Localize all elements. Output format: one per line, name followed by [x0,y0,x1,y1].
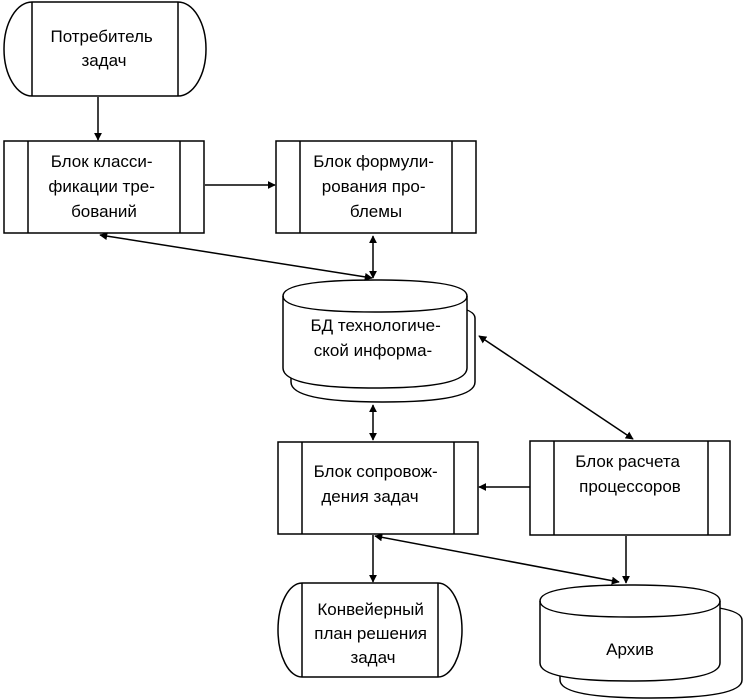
archive-storage: Архив [539,584,743,699]
classification-label: Блок класси- фикации тре- бований [48,152,159,221]
classification-block: Блок класси- фикации тре- бований [3,140,205,234]
support-label: Блок сопровож- дения задач [314,462,443,506]
calculation-block: Блок расчета процессоров [529,440,731,536]
arrow-support-archive [374,533,620,585]
support-block: Блок сопровож- дения задач [277,441,479,535]
consumer-label: Потребитель задач [50,27,157,70]
formulation-block: Блок формули- рования про- блемы [275,140,477,234]
calculation-label: Блок расчета процессоров [575,452,684,496]
arrow-database-calculation [478,335,634,440]
plan-label: Конвейерный план решения задач [314,600,432,667]
consumer-terminal: Потребитель задач [3,1,207,97]
database-storage: БД технологиче- ской информа- [282,279,476,403]
database-label: БД технологиче- ской информа- [310,316,445,360]
archive-label: Архив [606,640,654,659]
plan-terminal: Конвейерный план решения задач [277,582,463,678]
arrow-classification-database [99,232,373,281]
formulation-label: Блок формули- рования про- блемы [313,152,438,221]
